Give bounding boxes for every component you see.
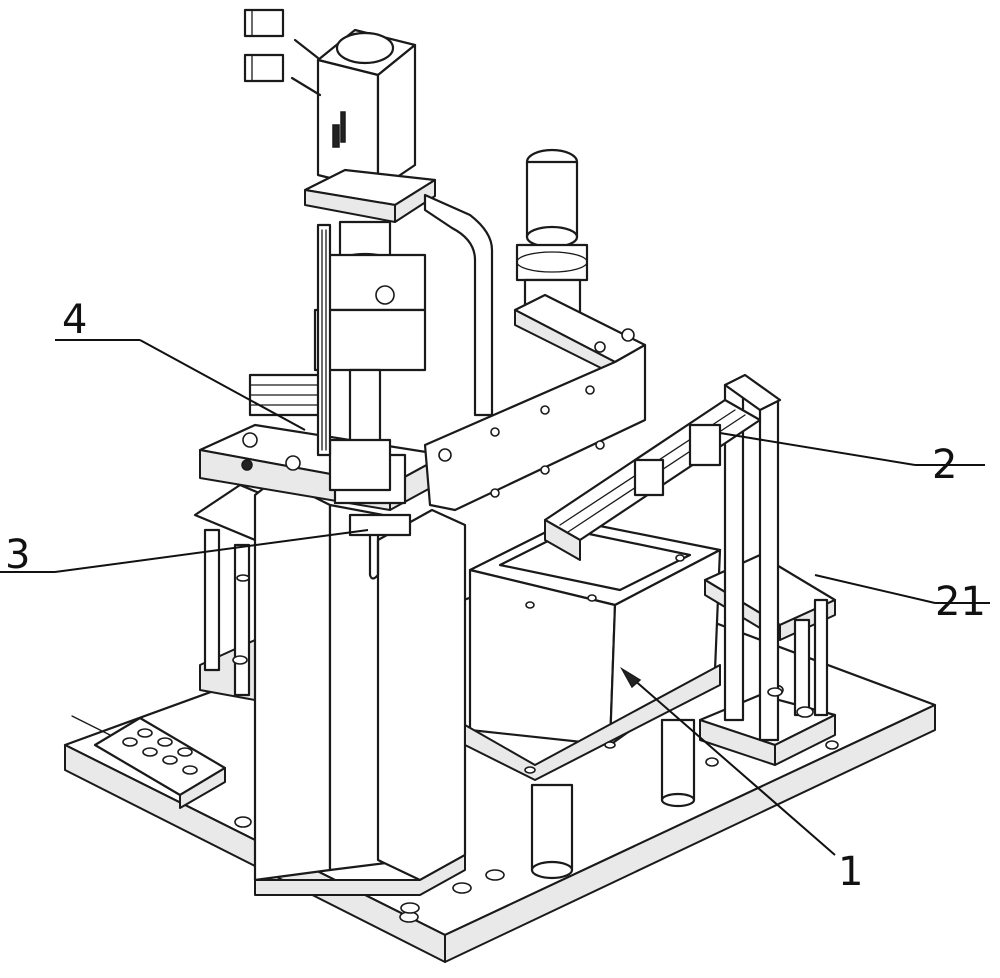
callout-3: 3 <box>5 532 30 578</box>
camera-bracket <box>423 293 647 512</box>
servo-motor <box>243 8 437 223</box>
callout-4: 4 <box>62 297 87 343</box>
callout-21: 21 <box>935 579 986 625</box>
camera <box>515 148 589 325</box>
callout-leaders <box>0 339 990 856</box>
terminal-block <box>71 715 227 809</box>
right-frame <box>698 373 839 766</box>
callout-1: 1 <box>838 849 863 895</box>
coupling-and-screw <box>313 220 427 492</box>
camera-arm <box>423 193 494 417</box>
callout-2: 2 <box>932 442 957 488</box>
feeding-box <box>464 518 722 880</box>
slide-rail <box>543 398 762 561</box>
